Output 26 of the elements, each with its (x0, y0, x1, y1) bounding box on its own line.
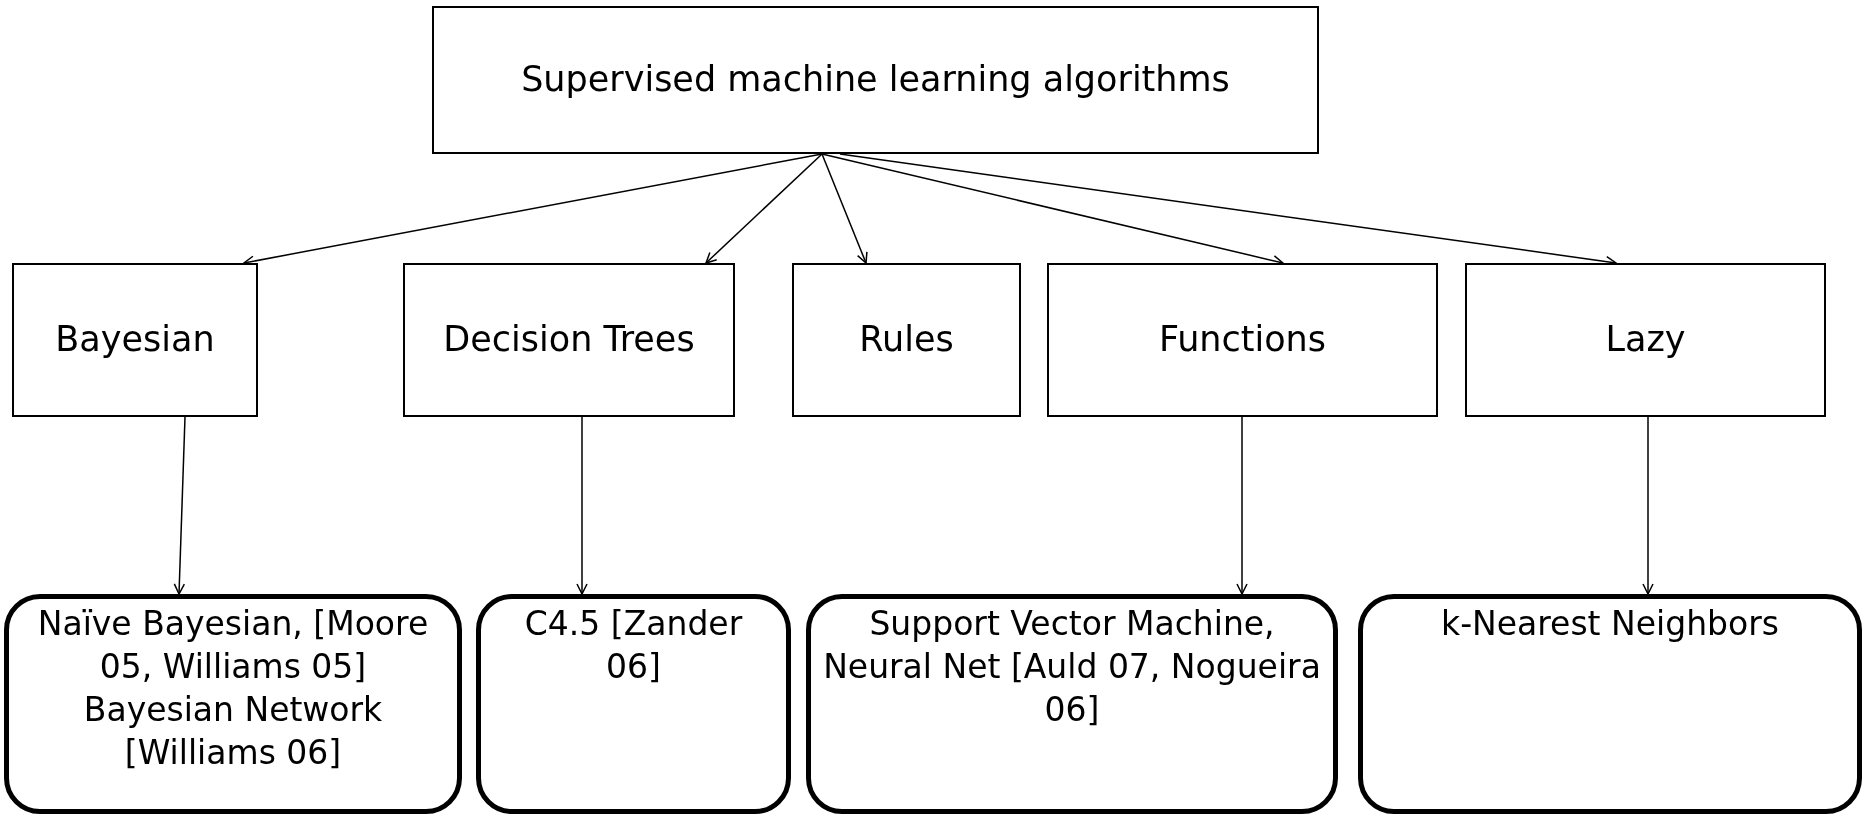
rounded-box (806, 594, 1338, 814)
process-box (12, 263, 258, 417)
process-box (403, 263, 735, 417)
arrow (173, 416, 186, 595)
arrow (705, 153, 823, 264)
arrow (576, 416, 588, 595)
node-label: Support Vector Machine, Neural Net [Auld 07, Nogueira 06] (823, 603, 1321, 731)
rounded-box (4, 594, 462, 814)
arrow (821, 153, 868, 264)
rounded-box (476, 594, 791, 814)
node-label: Supervised machine learning algorithms (521, 58, 1230, 102)
process-box (1047, 263, 1438, 417)
process-box (792, 263, 1021, 417)
rounded-box (1358, 594, 1862, 814)
node-label: Lazy (1605, 318, 1686, 362)
node-label: Decision Trees (443, 318, 695, 362)
node-label: Functions (1158, 318, 1327, 362)
node-label: Rules (859, 318, 954, 362)
process-box (432, 6, 1319, 154)
node-label: k-Nearest Neighbors (1441, 603, 1779, 645)
node-label: C4.5 [Zander 06] (523, 603, 744, 688)
arrow (1642, 416, 1654, 595)
node-label: Bayesian (55, 318, 215, 362)
arrow (1236, 416, 1248, 595)
process-box (1465, 263, 1826, 417)
node-label: Naïve Bayesian, [Moore 05, Williams 05] Bayesian Network [Williams 06] (36, 603, 430, 774)
